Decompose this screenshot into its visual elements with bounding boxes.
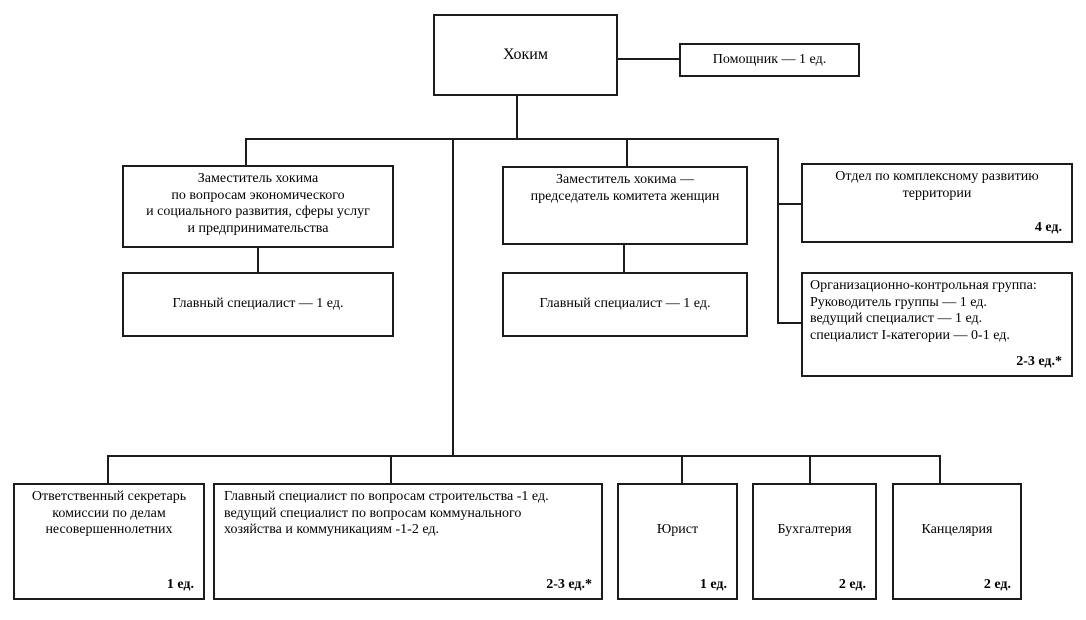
connector-khokim-assistant [618,58,679,60]
connector-drop-chancellery [939,455,941,483]
connector-right-vertical [777,138,779,324]
connector-drop-deputy-econ [245,138,247,166]
node-secretary-minors-count: 1 ед. [166,576,194,592]
connector-level2-horizontal [245,138,779,140]
node-chief-spec-women-label: Главный специалист — 1 ед. [539,296,711,312]
node-dept-territory-text: Отдел по комплексному развитию территори… [835,169,1039,201]
connector-center-vertical [452,138,454,457]
node-khokim: Хоким [433,14,618,96]
node-construction-specialists-count: 2-3 ед.* [546,576,592,592]
node-deputy-women-text: Заместитель хокима — председатель комите… [530,172,720,204]
connector-drop-deputy-women [626,138,628,167]
node-accounting-label: Бухгалтерия [777,522,852,538]
connector-stub-org-group [777,322,803,324]
node-assistant: Помощник — 1 ед. [679,43,860,77]
node-lawyer-count: 1 ед. [699,576,727,592]
node-dept-territory: Отдел по комплексному развитию территори… [801,163,1073,243]
connector-bottom-horizontal [107,455,941,457]
node-chancellery-label: Канцелярия [921,522,993,538]
node-dept-territory-count: 4 ед. [1034,219,1062,235]
node-deputy-women: Заместитель хокима — председатель комите… [502,166,748,245]
node-chief-spec-econ-label: Главный специалист — 1 ед. [172,296,344,312]
node-assistant-label: Помощник — 1 ед. [712,51,827,67]
node-org-control-group: Организационно-контрольная группа: Руков… [801,272,1073,377]
node-lawyer: Юрист 1 ед. [617,483,738,600]
node-chancellery-count: 2 ед. [983,576,1011,592]
node-deputy-econ: Заместитель хокима по вопросам экономиче… [122,165,394,248]
connector-khokim-down [516,96,518,139]
connector-drop-lawyer [681,455,683,483]
node-chancellery: Канцелярия 2 ед. [892,483,1022,600]
node-chief-spec-econ: Главный специалист — 1 ед. [122,272,394,337]
connector-drop-secretary [107,455,109,483]
node-chief-spec-women: Главный специалист — 1 ед. [502,272,748,337]
connector-drop-accounting [809,455,811,483]
node-org-control-group-count: 2-3 ед.* [1016,353,1062,369]
connector-women-to-spec [623,244,625,272]
node-accounting: Бухгалтерия 2 ед. [752,483,877,600]
connector-stub-territory [777,203,803,205]
node-khokim-label: Хоким [502,45,548,63]
node-accounting-count: 2 ед. [838,576,866,592]
node-construction-specialists: Главный специалист по вопросам строитель… [213,483,603,600]
node-construction-specialists-text: Главный специалист по вопросам строитель… [224,489,549,537]
node-secretary-minors-text: Ответственный секретарь комиссии по дела… [31,489,187,537]
node-deputy-econ-text: Заместитель хокима по вопросам экономиче… [146,171,370,236]
node-org-control-group-text: Организационно-контрольная группа: Руков… [810,278,1037,343]
connector-drop-construction [390,455,392,483]
node-lawyer-label: Юрист [656,522,699,538]
connector-econ-to-spec [257,247,259,272]
node-secretary-minors: Ответственный секретарь комиссии по дела… [13,483,205,600]
